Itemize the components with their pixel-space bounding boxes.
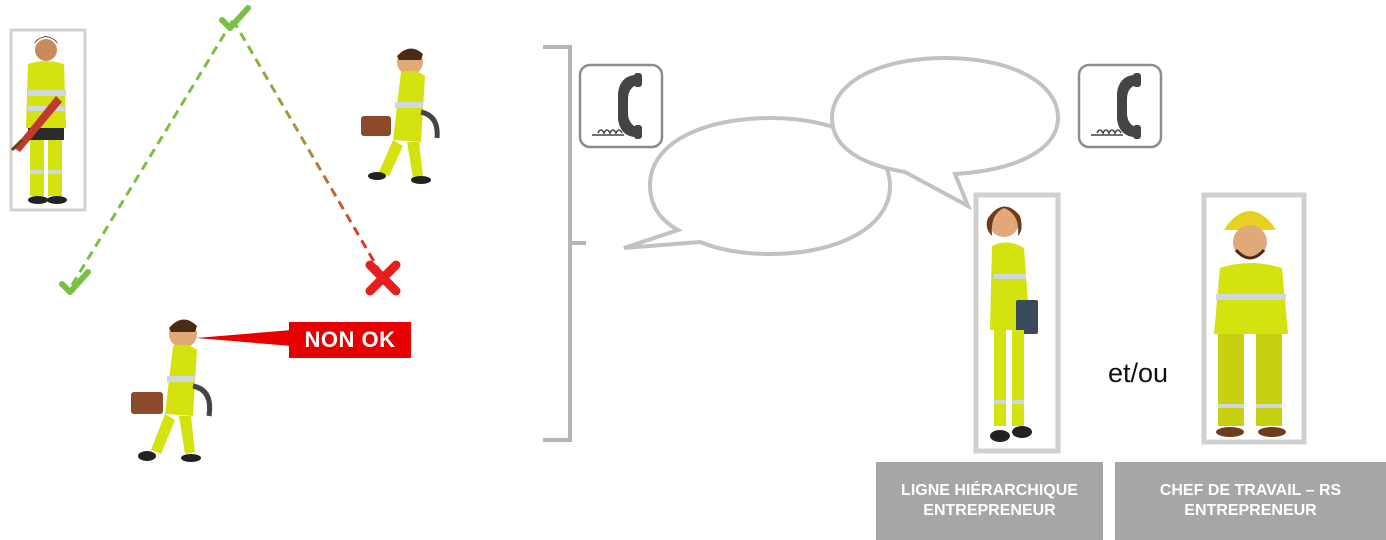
- work-chief-figure: [1204, 195, 1304, 442]
- non-ok-badge: NON OK: [289, 322, 411, 358]
- check-mark-icon: [62, 272, 88, 292]
- phone-icon: [1079, 65, 1161, 147]
- hierarchy-manager-figure: [976, 195, 1058, 451]
- walking-worker-figure: [361, 48, 437, 184]
- check-mark-icon: [222, 8, 248, 28]
- role-label-work-chief: CHEF DE TRAVAIL – RS ENTREPRENEUR: [1115, 462, 1386, 540]
- triangle-left-edge: [72, 20, 233, 285]
- phone-icon: [580, 65, 662, 147]
- verification-triangle: [72, 20, 383, 285]
- walking-worker-figure: [131, 319, 210, 462]
- lookout-worker-figure: [11, 30, 85, 210]
- triangle-right-edge: [233, 20, 383, 277]
- role-label-hierarchy: LIGNE HIÉRARCHIQUE ENTREPRENEUR: [876, 462, 1103, 540]
- non-ok-callout-pointer: [196, 330, 292, 346]
- and-or-connector-text: et/ou: [1108, 358, 1168, 389]
